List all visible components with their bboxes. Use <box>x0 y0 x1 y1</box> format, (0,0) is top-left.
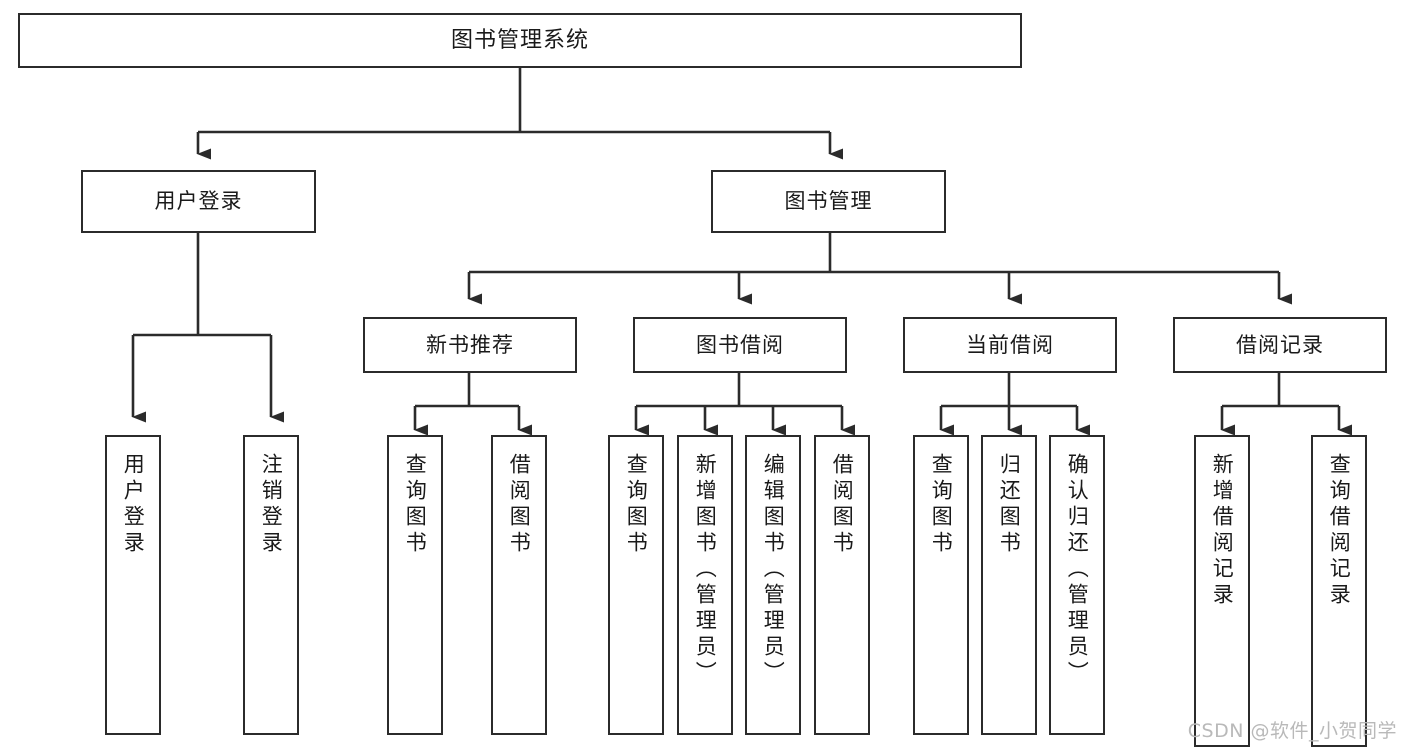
leaf-query-book-borrow[interactable]: 查询图书 <box>608 435 664 735</box>
leaf-borrow-book[interactable]: 借阅图书 <box>814 435 870 735</box>
node-label: 图书管理系统 <box>450 27 589 53</box>
node-new-book-recommend[interactable]: 新书推荐 <box>363 317 577 373</box>
node-label: 图书借阅 <box>696 332 784 357</box>
node-label: 注销登录 <box>259 453 284 557</box>
leaf-borrow-book-newbook[interactable]: 借阅图书 <box>491 435 547 735</box>
node-label: 借阅记录 <box>1236 332 1324 357</box>
node-label: 新增图书（管理员） <box>693 453 718 687</box>
leaf-confirm-return-admin[interactable]: 确认归还（管理员） <box>1049 435 1105 735</box>
node-user-login[interactable]: 用户登录 <box>81 170 316 233</box>
node-label: 查询图书 <box>403 453 428 557</box>
node-label: 借阅图书 <box>507 453 532 557</box>
node-label: 新书推荐 <box>426 332 514 357</box>
node-book-management[interactable]: 图书管理 <box>711 170 946 233</box>
node-label: 查询图书 <box>929 453 954 557</box>
csdn-watermark: CSDN @软件_小贺同学 <box>1187 720 1397 742</box>
leaf-user-login[interactable]: 用户登录 <box>105 435 161 735</box>
node-label: 编辑图书（管理员） <box>761 453 786 687</box>
leaf-add-book-admin[interactable]: 新增图书（管理员） <box>677 435 733 735</box>
node-label: 当前借阅 <box>966 332 1054 357</box>
node-label: 借阅图书 <box>830 453 855 557</box>
node-label: 查询图书 <box>624 453 649 557</box>
node-current-borrow[interactable]: 当前借阅 <box>903 317 1117 373</box>
node-borrow-record[interactable]: 借阅记录 <box>1173 317 1387 373</box>
leaf-return-book[interactable]: 归还图书 <box>981 435 1037 735</box>
leaf-add-borrow-record[interactable]: 新增借阅记录 <box>1194 435 1250 747</box>
leaf-query-book-current[interactable]: 查询图书 <box>913 435 969 735</box>
node-label: 图书管理 <box>784 189 873 214</box>
leaf-query-book-newbook[interactable]: 查询图书 <box>387 435 443 735</box>
leaf-query-borrow-record[interactable]: 查询借阅记录 <box>1311 435 1367 747</box>
node-root-system[interactable]: 图书管理系统 <box>18 13 1022 68</box>
node-label: 新增借阅记录 <box>1210 453 1235 609</box>
leaf-edit-book-admin[interactable]: 编辑图书（管理员） <box>745 435 801 735</box>
node-label: 用户登录 <box>154 189 243 214</box>
node-label: 归还图书 <box>997 453 1022 557</box>
leaf-logout[interactable]: 注销登录 <box>243 435 299 735</box>
node-label: 确认归还（管理员） <box>1065 453 1090 687</box>
node-label: 查询借阅记录 <box>1327 453 1352 609</box>
node-book-borrow[interactable]: 图书借阅 <box>633 317 847 373</box>
node-label: 用户登录 <box>121 453 146 557</box>
